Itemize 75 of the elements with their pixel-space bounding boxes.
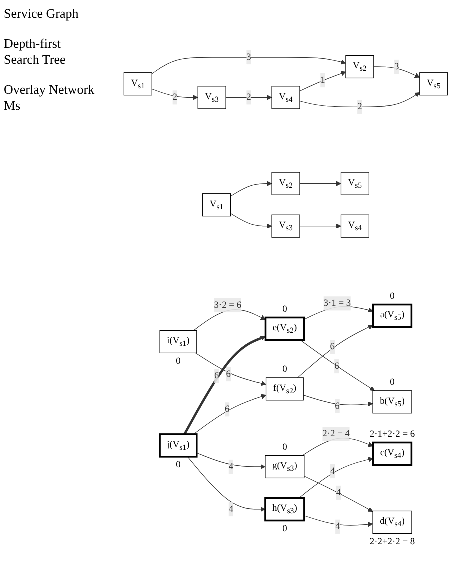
arrow [374, 67, 420, 78]
arrow [196, 353, 266, 387]
arrow [152, 58, 346, 75]
node-label: 0 [390, 378, 395, 388]
edge-label: 4 [228, 504, 234, 515]
arrow [298, 458, 374, 499]
node-box [202, 194, 232, 218]
node-box [372, 442, 413, 467]
arrow [300, 93, 420, 108]
node-label: 2·2+2·2 = 8 [370, 537, 416, 548]
edge-label: 4 [336, 488, 342, 498]
node-box [124, 73, 152, 96]
section-heading: Overlay Network Ms [4, 82, 96, 114]
node-box [272, 86, 300, 110]
node-box [265, 456, 305, 479]
edge-label: 6 [334, 362, 340, 372]
node-box [372, 511, 412, 534]
node-box [346, 56, 374, 79]
arrow [303, 395, 374, 408]
edge-label: 4 [336, 522, 340, 532]
edge-label: 2 [246, 92, 252, 103]
arrow [300, 224, 342, 230]
node-label: 0 [282, 442, 288, 453]
node-box [266, 378, 304, 402]
edge-label: 2 [172, 92, 178, 103]
arrow [184, 336, 266, 436]
section-heading: Service Graph [4, 6, 80, 22]
arrow [193, 394, 266, 436]
arrow [230, 214, 272, 230]
edge-label: 3 [394, 62, 400, 72]
node-box [340, 172, 370, 196]
diagram: 3·2 = 6 3·1 = 3 6 6 6 6 6 6 2·2 = 4 4 4 4 4 4 i(V$_{s1}$) e(V$_{s2}$) f(V$_{s2}$) j(V$_{s1}$) a(V$_{s5}$) b(V$_{s5}$) g(V$_{s3}$) h(V$_{s3}$) c(V$_{s4}$) d(V$_{s4}$) 0 0 0 0 0 0 0 2·1+2·2 = 6 0 2·2+2·2 = 8 V$_{s1}$ V$_{s2}$ V$_{s5}$ V$_{s3}$ V$_{s4}$ 3 3 1 2 2 2 V$_{s1}$ V$_{s2}$ V$_{s3}$ V$_{s5}$ V$_{s4}$ [100, 31, 472, 557]
arrow [304, 516, 374, 528]
arrow [300, 340, 376, 392]
edge-label: 3·2 = 6 [214, 300, 242, 311]
node-box [159, 434, 198, 458]
arrow [297, 325, 374, 379]
arrow [152, 89, 198, 101]
arrow [304, 476, 374, 512]
edge-label: 6 [335, 402, 340, 412]
arrow [187, 457, 266, 513]
node-box [372, 391, 412, 414]
node-box [272, 172, 300, 196]
node-box [264, 498, 306, 522]
node-label: 0 [176, 356, 181, 367]
node-label: 0 [282, 364, 288, 375]
node-box [198, 86, 226, 110]
edge-label: 4 [330, 466, 336, 477]
arrow [230, 182, 272, 198]
node-box [264, 317, 306, 342]
edge-label: 1 [320, 76, 326, 86]
node-box [340, 215, 370, 238]
arrow [300, 72, 346, 92]
edge-label: 4 [228, 462, 234, 472]
edge-label: 2 [358, 102, 362, 112]
node-box [420, 73, 448, 96]
edge-label: 6 [214, 371, 220, 382]
edge-label: 6 [226, 370, 231, 380]
node-box [272, 215, 300, 238]
arrow [300, 182, 342, 187]
edge-label: 3 [246, 52, 252, 63]
node-label: 0 [390, 292, 395, 302]
edge-label: 6 [330, 342, 336, 352]
node-label: 0 [282, 304, 288, 315]
edge-label: 3·1 = 3 [324, 298, 352, 309]
arrow [226, 96, 272, 101]
arrow [196, 453, 266, 470]
node-box [160, 330, 198, 354]
node-box [372, 304, 413, 329]
section-heading: Depth-first Search Tree [4, 36, 67, 68]
edge-label: 2·2 = 4 [322, 429, 350, 440]
node-label: 2·1+2·2 = 6 [370, 430, 416, 440]
node-label: 0 [282, 524, 288, 534]
edge-label: 6 [224, 404, 230, 415]
node-label: 0 [176, 460, 181, 470]
